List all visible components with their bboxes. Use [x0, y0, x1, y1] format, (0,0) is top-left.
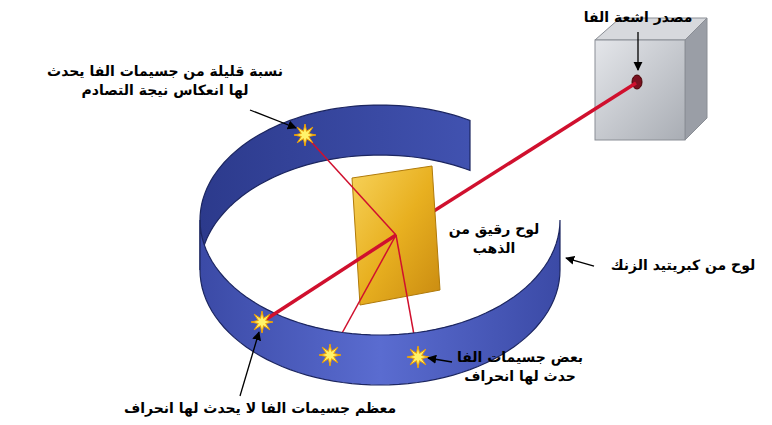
foil-label: لوح رقيق من الذهب: [448, 220, 540, 258]
alpha-beam-through: [262, 235, 396, 322]
flash-star: [319, 344, 341, 366]
reflection-note: نسبة قليلة من جسيمات الفا يحدث لها انعكا…: [40, 62, 290, 100]
alpha-source-box: [595, 18, 707, 140]
leader-arrows: [240, 32, 638, 396]
screen-label: لوح من كبريتيد الزنك: [598, 256, 768, 275]
flash-star: [251, 311, 273, 333]
source-label: مصدر اشعة الفا: [548, 8, 728, 27]
deflection-note: بعض جسيمات الفا حدث لها انحراف: [455, 348, 585, 386]
scintillation-flashes: [251, 124, 429, 368]
alpha-paths: [305, 135, 418, 357]
flash-star: [294, 124, 316, 146]
straight-note: معظم جسيمات الفا لا يحدث لها انحراف: [70, 399, 450, 418]
flash-star: [407, 346, 429, 368]
